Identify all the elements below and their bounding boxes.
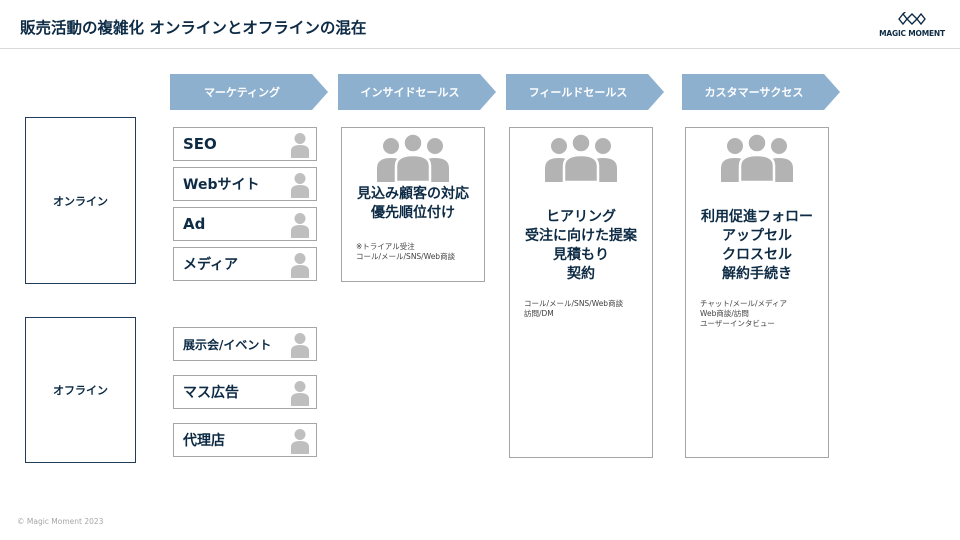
person-icon	[291, 173, 309, 198]
main-line: 見積もり	[553, 247, 609, 263]
segment-offline: オフライン	[25, 317, 136, 463]
copyright: © Magic Moment 2023	[17, 517, 104, 526]
channel-exhibition-event: 展示会/イベント	[173, 327, 317, 361]
logo-text: MAGIC MOMENT	[879, 29, 945, 38]
note-line: Web商談/訪問	[700, 309, 749, 318]
person-icon	[291, 253, 309, 278]
note-line: 訪問/DM	[524, 309, 554, 318]
main-line: アップセル	[722, 228, 792, 244]
channel-label: 代理店	[183, 433, 225, 449]
channel-ad: Ad	[173, 207, 317, 241]
channel-media: メディア	[173, 247, 317, 281]
stage-arrow-marketing: マーケティング	[170, 74, 328, 110]
channel-label: マス広告	[183, 385, 239, 401]
note-line: ※トライアル受注	[356, 242, 415, 251]
people-group-icon	[721, 132, 793, 182]
main-line: ヒアリング	[546, 209, 616, 225]
person-icon	[291, 381, 309, 406]
person-icon	[291, 333, 309, 358]
channel-seo: SEO	[173, 127, 317, 161]
main-line: 解約手続き	[722, 266, 792, 282]
person-icon	[291, 133, 309, 158]
channel-mass-advertising: マス広告	[173, 375, 317, 409]
channel-label: SEO	[183, 135, 217, 153]
channel-agency: 代理店	[173, 423, 317, 457]
people-group-icon	[377, 132, 449, 182]
segment-online-label: オンライン	[53, 194, 108, 208]
panel-field-sales-note: コール/メール/SNS/Web商談 訪問/DM	[524, 299, 623, 319]
note-line: コール/メール/SNS/Web商談	[524, 299, 624, 308]
channel-web-site: Webサイト	[173, 167, 317, 201]
panel-inside-sales-note: ※トライアル受注 コール/メール/SNS/Web商談	[356, 242, 455, 262]
logo: MAGIC MOMENT	[876, 12, 948, 40]
main-line: 利用促進フォロー	[701, 209, 813, 225]
channel-label: 展示会/イベント	[183, 337, 272, 352]
person-icon	[291, 213, 309, 238]
panel-customer-success: 利用促進フォロー アップセル クロスセル 解約手続き チャット/メール/メディア…	[685, 127, 829, 458]
note-line: チャット/メール/メディア	[700, 299, 787, 308]
stage-arrow-inside-sales: インサイドセールス	[338, 74, 496, 110]
people-group-icon	[545, 132, 617, 182]
note-line: ユーザーインタビュー	[700, 319, 775, 328]
stage-arrow-field-sales: フィールドセールス	[506, 74, 664, 110]
stage-arrow-customer-success: カスタマーサクセス	[682, 74, 840, 110]
main-line: 見込み顧客の対応	[357, 186, 469, 202]
channel-label: Webサイト	[183, 177, 260, 193]
main-line: クロスセル	[722, 247, 792, 263]
panel-field-sales: ヒアリング 受注に向けた提案 見積もり 契約 コール/メール/SNS/Web商談…	[509, 127, 653, 458]
segment-online: オンライン	[25, 117, 136, 284]
panel-field-sales-main: ヒアリング 受注に向けた提案 見積もり 契約	[510, 208, 652, 284]
channel-label: Ad	[183, 215, 206, 233]
channel-label: メディア	[183, 257, 239, 273]
segment-offline-label: オフライン	[53, 384, 108, 397]
main-line: 受注に向けた提案	[525, 228, 637, 244]
main-line: 契約	[567, 266, 595, 282]
panel-customer-success-note: チャット/メール/メディア Web商談/訪問 ユーザーインタビュー	[700, 299, 787, 329]
main-line: 優先順位付け	[371, 205, 455, 221]
panel-customer-success-main: 利用促進フォロー アップセル クロスセル 解約手続き	[686, 208, 828, 284]
panel-inside-sales-main: 見込み顧客の対応 優先順位付け	[342, 185, 484, 223]
page-title: 販売活動の複雑化 オンラインとオフラインの混在	[20, 19, 367, 37]
diamond-lattice-icon	[898, 12, 926, 26]
header-divider	[0, 48, 960, 49]
panel-inside-sales: 見込み顧客の対応 優先順位付け ※トライアル受注 コール/メール/SNS/Web…	[341, 127, 485, 282]
note-line: コール/メール/SNS/Web商談	[356, 252, 456, 261]
person-icon	[291, 429, 309, 454]
